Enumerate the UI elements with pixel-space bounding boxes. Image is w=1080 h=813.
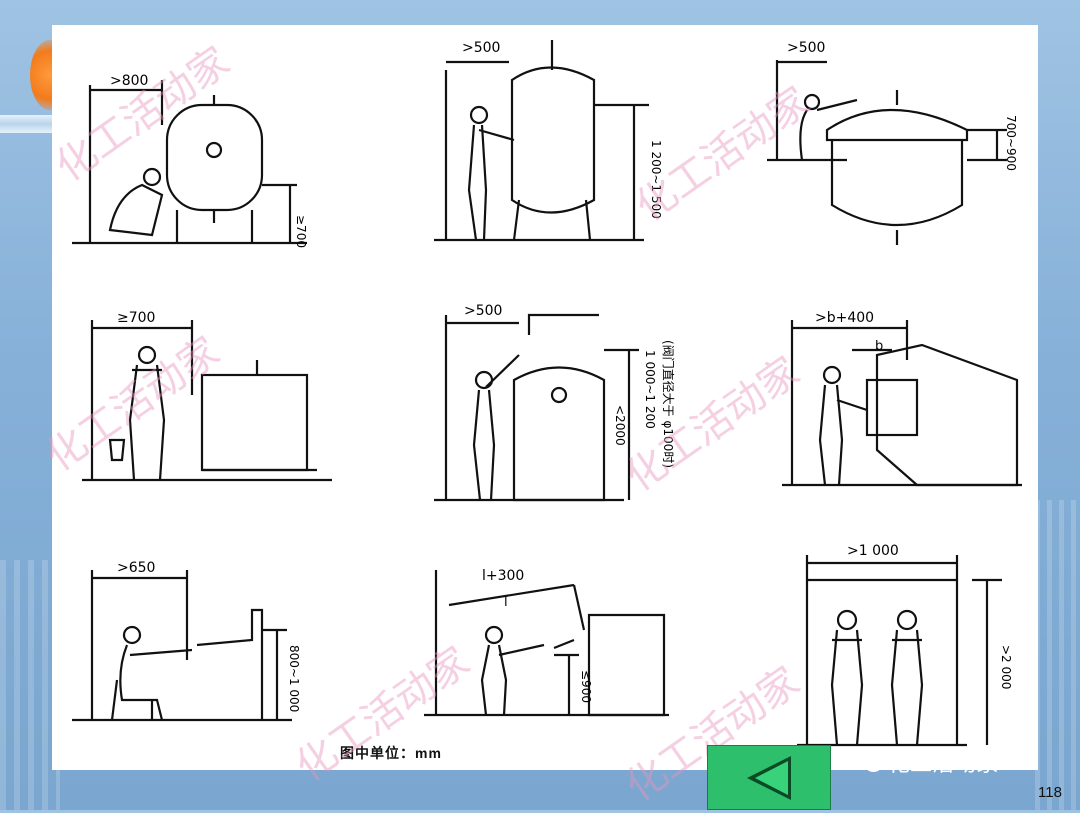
decor-towers-left xyxy=(0,560,60,810)
back-button[interactable] xyxy=(707,745,831,810)
dim-label-top: >b+400 xyxy=(815,310,874,326)
dim-label-side: 1 200~1 500 xyxy=(649,140,663,219)
diagram-open-tank: ≥700 xyxy=(62,300,382,540)
page-number: 118 xyxy=(1038,784,1062,801)
wechat-icon xyxy=(856,751,882,773)
dim-label-top: l+300 xyxy=(482,568,524,584)
dim-label-side: ≥700 xyxy=(294,215,308,248)
dim-label-top: ≥700 xyxy=(117,310,155,326)
decor-pipe xyxy=(0,115,55,133)
dim-label-top: >1 000 xyxy=(847,543,899,559)
brand-badge: 化工活动家 xyxy=(856,746,998,778)
triangle-left-icon xyxy=(747,755,791,800)
dim-note: (阀门直径大于 φ100时) xyxy=(661,340,676,468)
dim-label-side: <2000 xyxy=(613,405,627,446)
dim-label-side: ≤900 xyxy=(579,670,593,703)
diagram-corridor-clearance: >1 000 >2 000 xyxy=(717,535,1037,775)
brand-name: 化工活动家 xyxy=(888,752,999,777)
dim-label-top: >500 xyxy=(462,40,500,56)
dim-label-side: 700~900 xyxy=(1004,115,1018,171)
dim-label-side: >2 000 xyxy=(999,645,1013,689)
dim-label-inner: b xyxy=(875,339,883,354)
diagram-reactor-platform: >500 700~900 xyxy=(717,30,1037,270)
diagram-furnace: >b+400 b xyxy=(717,300,1037,540)
unit-caption: 图中单位：mm xyxy=(340,745,442,761)
dim-label-top: >800 xyxy=(110,73,148,89)
diagram-horizontal-vessel: >800 ≥700 xyxy=(62,45,382,285)
diagram-vertical-vessel: >500 1 200~1 500 xyxy=(394,30,714,270)
diagram-lever-operation: l+300 l ≤900 xyxy=(394,550,714,790)
diagram-panel: >800 ≥700 >500 1 200~1 500 xyxy=(38,25,1038,811)
dim-label-side: 800~1 000 xyxy=(287,645,301,712)
dim-label-inner: l xyxy=(504,595,508,610)
dim-label-top: >500 xyxy=(464,303,502,319)
diagram-seated-operator: >650 800~1 000 xyxy=(62,550,382,790)
dim-label-side-2: 1 000~1 200 xyxy=(643,350,657,429)
diagram-valve-vessel: >500 <2000 1 000~1 200 (阀门直径大于 φ100时) xyxy=(394,295,714,535)
dim-label-top: >500 xyxy=(787,40,825,56)
dim-label-top: >650 xyxy=(117,560,155,576)
decor-towers-right xyxy=(1035,500,1080,810)
